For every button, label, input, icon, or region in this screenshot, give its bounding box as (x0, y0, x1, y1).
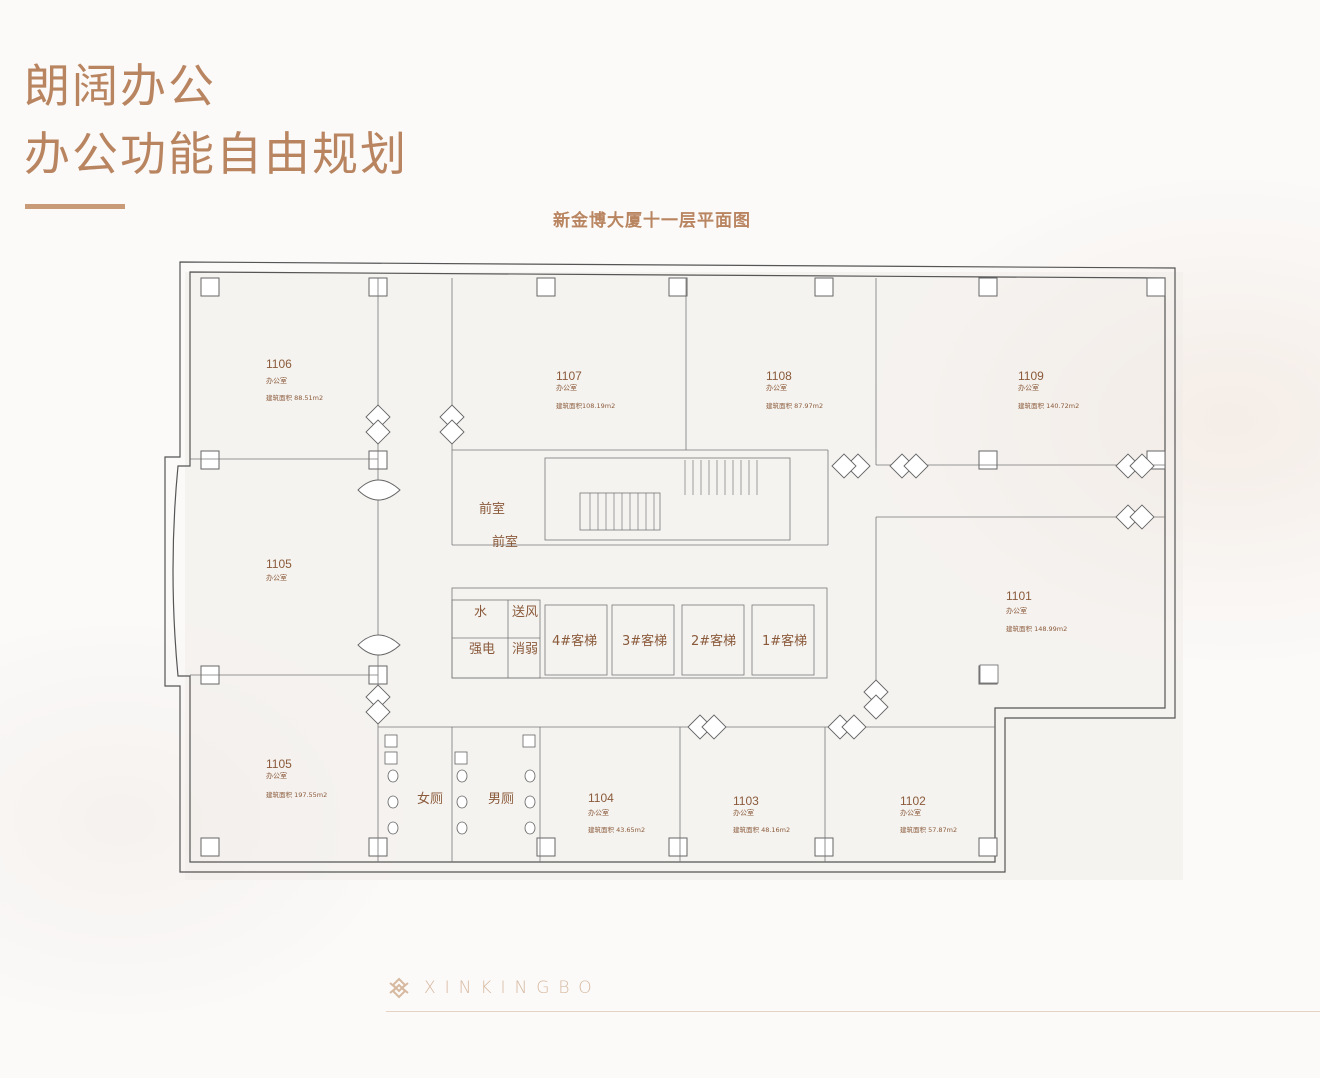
room-1105-lower-area: 建筑面积 197.55m2 (266, 790, 327, 799)
room-1103-number: 1103 (733, 794, 759, 808)
room-1103-area: 建筑面积 48.16m2 (733, 825, 790, 834)
room-1105-upper-use: 办公室 (266, 573, 287, 582)
room-1107-use: 办公室 (556, 383, 577, 392)
room-1108-area: 建筑面积 87.97m2 (766, 401, 823, 410)
room-1109-area: 建筑面积 140.72m2 (1018, 401, 1079, 410)
power-shaft-label: 强电 (469, 642, 495, 657)
elevator-3-label: 3#客梯 (622, 633, 667, 649)
room-1102-use: 办公室 (900, 808, 921, 817)
room-1107-number: 1107 (556, 369, 582, 383)
doors (357, 404, 1155, 740)
outer-wall (164, 261, 1176, 873)
room-1103-use: 办公室 (733, 808, 754, 817)
stairs (544, 457, 791, 541)
elevator-core (451, 587, 828, 679)
room-1106-number: 1106 (266, 357, 292, 371)
room-1104-number: 1104 (588, 791, 614, 805)
floor-plan-title: 新金博大厦十一层平面图 (553, 211, 751, 231)
elevator-2-label: 2#客梯 (691, 633, 736, 649)
room-1105-lower-number: 1105 (266, 757, 292, 771)
room-1101-use: 办公室 (1006, 606, 1027, 615)
room-1109-number: 1109 (1018, 369, 1044, 383)
room-1107-area: 建筑面积108.19m2 (556, 401, 615, 410)
room-1105-lower-use: 办公室 (266, 771, 287, 780)
room-1108-use: 办公室 (766, 383, 787, 392)
headline-underline (25, 204, 125, 209)
room-1109-use: 办公室 (1018, 383, 1039, 392)
diamond-cross-logo-icon (389, 977, 409, 999)
elevator-1-label: 1#客梯 (762, 633, 807, 649)
water-shaft-label: 水 (474, 605, 487, 620)
toilet-fixtures (384, 664, 999, 835)
room-1104-area: 建筑面积 43.65m2 (588, 825, 645, 834)
columns (200, 277, 1166, 857)
women-restroom-label: 女厕 (417, 791, 443, 807)
fire-shaft-label: 消弱 (512, 642, 538, 657)
room-1105-upper-number: 1105 (266, 557, 292, 571)
brand-name: XINKINGBO (424, 978, 601, 998)
room-1102-number: 1102 (900, 794, 926, 808)
air-supply-label: 送风 (512, 605, 538, 620)
room-1101-area: 建筑面积 148.99m2 (1006, 624, 1067, 633)
headline-line-1: 朗阔办公 (24, 59, 216, 113)
room-1104-use: 办公室 (588, 808, 609, 817)
footer-divider (386, 1011, 1320, 1012)
headline-line-2: 办公功能自由规划 (24, 127, 408, 181)
elevator-4-label: 4#客梯 (552, 633, 597, 649)
lobby-upper-label: 前室 (479, 501, 505, 517)
lobby-lower-label: 前室 (492, 534, 518, 550)
room-1101-number: 1101 (1006, 589, 1032, 603)
room-1102-area: 建筑面积 57.87m2 (900, 825, 957, 834)
room-1106-use: 办公室 (266, 376, 287, 385)
brand-logo: XINKINGBO (386, 977, 601, 999)
room-1108-number: 1108 (766, 369, 792, 383)
men-restroom-label: 男厕 (488, 792, 514, 807)
room-1106-area: 建筑面积 88.51m2 (266, 393, 323, 402)
